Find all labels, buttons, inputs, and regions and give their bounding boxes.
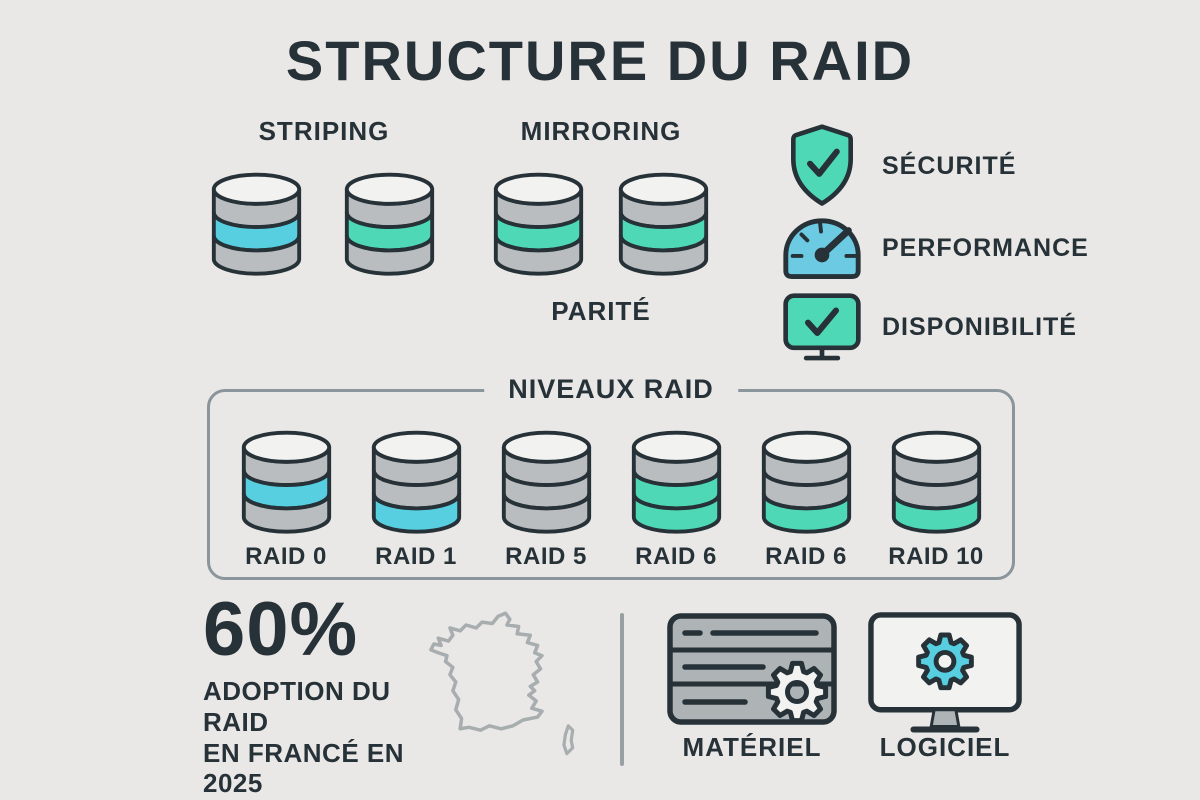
france-map-icon [428, 606, 580, 769]
stat-value: 60% [203, 587, 359, 672]
raid-level-item: RAID 0 [236, 424, 336, 571]
striping-disks [208, 166, 438, 277]
raid-levels-title: NIVEAUX RAID [484, 374, 738, 405]
striping-label: STRIPING [258, 116, 390, 146]
feature-security-label: SÉCURITÉ [882, 151, 1017, 180]
disk-icon [490, 166, 587, 277]
feature-performance-label: PERFORMANCE [882, 233, 1089, 262]
feature-availability-label: DISPONIBILITÉ [882, 312, 1077, 341]
raid-levels-box: NIVEAUX RAID RAID 0 RAID 1 RAID 5 RAID 6… [207, 374, 1015, 580]
disk-icon [341, 166, 438, 277]
page-title: STRUCTURE DU RAID [285, 29, 915, 92]
feature-availability: DISPONIBILITÉ [776, 290, 1077, 364]
raid-level-label: RAID 10 [888, 542, 984, 570]
disk-icon [366, 424, 466, 535]
monitor-check-icon [776, 291, 868, 364]
raid-level-label: RAID 5 [505, 542, 587, 570]
raid-level-label: RAID 1 [375, 542, 457, 570]
disk-icon [496, 424, 596, 535]
stat-caption-line2: EN FRANCÉ EN 2025 [203, 737, 405, 799]
raid-level-item: RAID 6 [626, 424, 726, 571]
shield-check-icon [776, 123, 868, 208]
disk-icon [236, 424, 336, 535]
monitor-gear-icon [866, 610, 1024, 741]
server-card-gear-icon [666, 612, 838, 739]
raid-level-item: RAID 6 [756, 424, 856, 571]
raid-level-label: RAID 6 [765, 542, 847, 570]
raid-levels-row: RAID 0 RAID 1 RAID 5 RAID 6 RAID 6 RAID … [210, 392, 1012, 571]
adoption-stat: 60% ADOPTION DU RAID EN FRANCÉ EN 2025 [203, 587, 463, 799]
disk-icon [756, 424, 856, 535]
stat-caption-line1: ADOPTION DU RAID [203, 676, 391, 737]
disk-icon [886, 424, 986, 535]
disk-icon [208, 166, 305, 277]
raid-level-label: RAID 6 [635, 542, 717, 570]
feature-security: SÉCURITÉ [776, 120, 1016, 212]
raid-level-item: RAID 5 [496, 424, 596, 571]
mirroring-disks [490, 166, 712, 277]
speedometer-icon [776, 210, 868, 286]
parite-label: PARITÉ [551, 296, 651, 326]
section-divider [620, 613, 624, 766]
software-label: LOGICIEL [879, 732, 1011, 762]
mirroring-label: MIRRORING [520, 116, 682, 146]
raid-level-item: RAID 10 [886, 424, 986, 571]
disk-icon [615, 166, 712, 277]
disk-icon [626, 424, 726, 535]
hardware-label: MATÉRIEL [682, 732, 822, 762]
feature-performance: PERFORMANCE [776, 210, 1089, 286]
raid-level-label: RAID 0 [245, 542, 327, 570]
raid-level-item: RAID 1 [366, 424, 466, 571]
stat-caption: ADOPTION DU RAID EN FRANCÉ EN 2025 [203, 676, 463, 799]
